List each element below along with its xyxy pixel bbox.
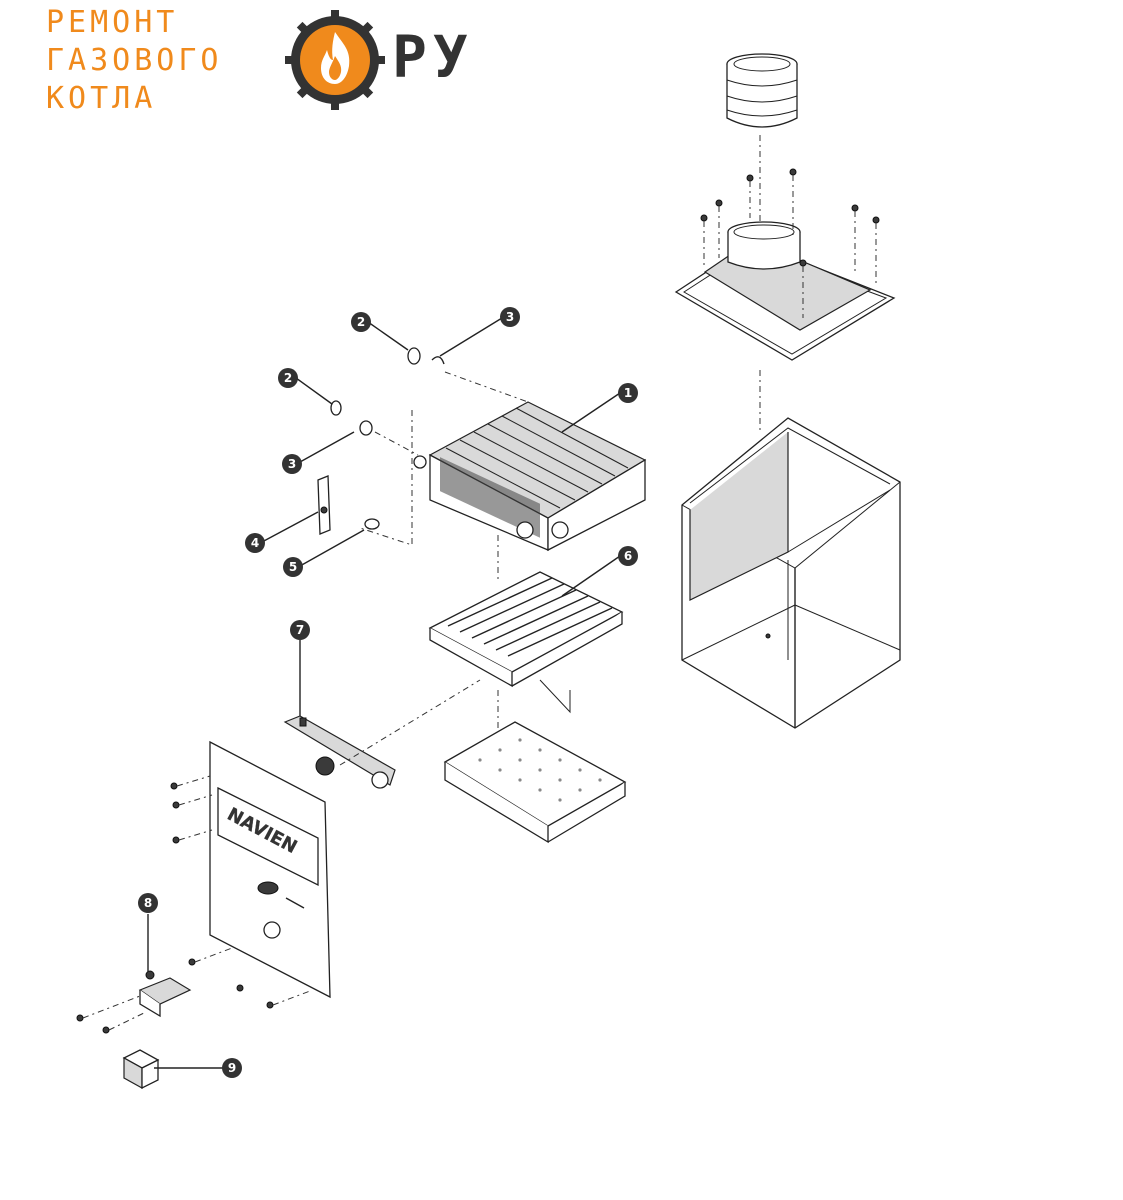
flue-adapter [726, 53, 798, 128]
svg-text:1: 1 [624, 386, 632, 400]
logo-text-line2: ГАЗОВОГО [46, 43, 223, 78]
callout-3b: 3 [282, 431, 355, 474]
svg-text:5: 5 [289, 560, 297, 574]
burner-tray [443, 721, 627, 844]
svg-text:3: 3 [506, 310, 514, 324]
svg-text:2: 2 [357, 315, 365, 329]
logo-text-line1: РЕМОНТ [46, 5, 179, 40]
callout-3a: 3 [439, 307, 520, 357]
panel-screws [170, 775, 311, 1009]
callout-7: 7 [290, 620, 310, 716]
flame-gear-icon [285, 10, 385, 110]
svg-text:3: 3 [288, 457, 296, 471]
gas-valve [76, 970, 192, 1034]
logo-suffix: РУ [392, 23, 474, 91]
callout-8: 8 [138, 893, 158, 972]
callout-6: 6 [561, 546, 638, 597]
svg-text:4: 4 [251, 536, 259, 550]
exhaust-hood [674, 221, 896, 361]
callout-2a: 2 [351, 312, 409, 351]
o-ring-clip-parts [317, 347, 445, 535]
callout-9: 9 [154, 1058, 242, 1078]
svg-text:9: 9 [228, 1061, 236, 1075]
front-panel: NAVIEN [209, 740, 331, 999]
svg-text:6: 6 [624, 549, 632, 563]
callout-5: 5 [283, 529, 365, 577]
control-box [122, 1049, 160, 1090]
svg-text:2: 2 [284, 371, 292, 385]
burner-assembly [428, 571, 624, 714]
callout-2b: 2 [278, 368, 333, 405]
boiler-casing-frame [681, 417, 901, 729]
logo-text-line3: КОТЛА [46, 81, 157, 116]
svg-text:8: 8 [144, 896, 152, 910]
heat-exchanger [413, 401, 647, 552]
svg-text:7: 7 [296, 623, 304, 637]
gas-manifold [283, 715, 396, 789]
hood-screws [700, 168, 880, 318]
callout-1: 1 [561, 383, 638, 433]
callout-4: 4 [245, 511, 319, 553]
site-logo[interactable]: РЕМОНТ ГАЗОВОГО КОТЛА РУ [40, 0, 520, 120]
